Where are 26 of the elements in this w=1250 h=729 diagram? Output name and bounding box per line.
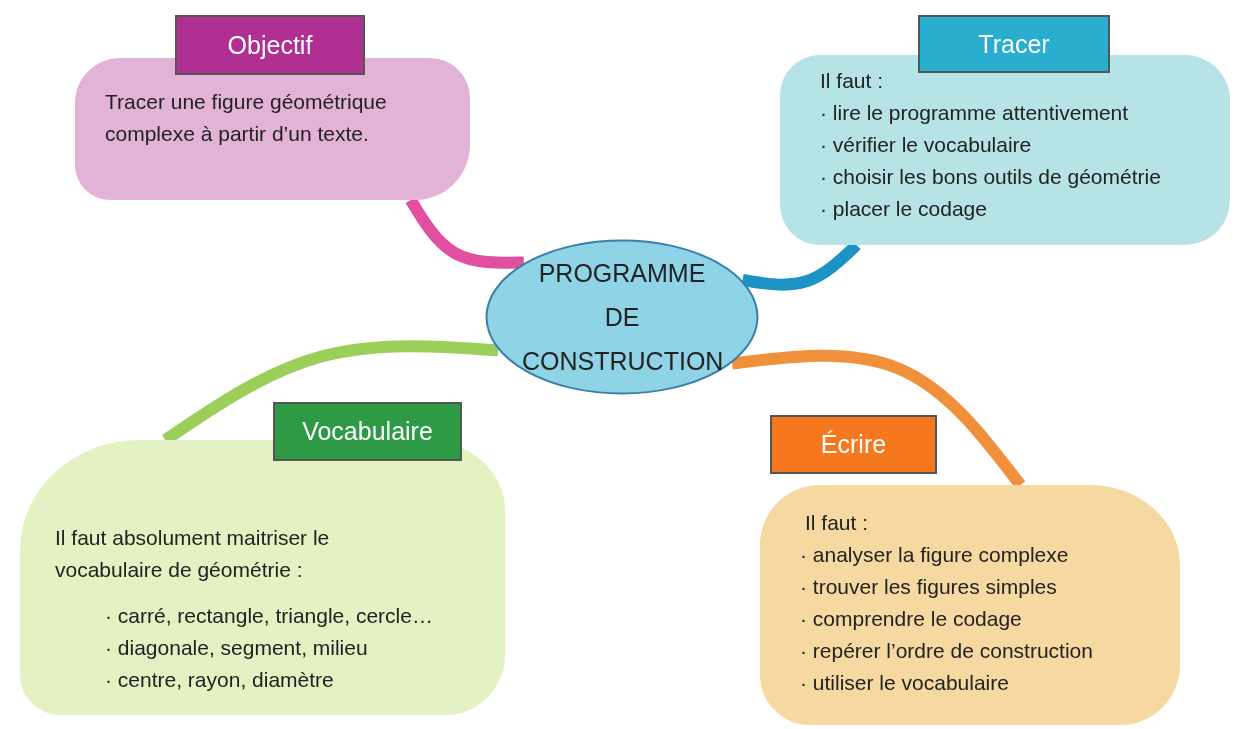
- bubble-text: Tracer une figure géométrique complexe à partir d’un texte.: [105, 89, 388, 147]
- speech-bubble: [760, 485, 1180, 725]
- bullet-item: · utiliser le vocabulaire: [800, 670, 1009, 696]
- central-ellipse: [485, 239, 759, 395]
- heading-tab: Écrire: [770, 415, 937, 474]
- bullet-item: · carré, rectangle, triangle, cercle…: [105, 603, 433, 629]
- speech-bubble: [780, 55, 1230, 245]
- speech-bubble: [75, 58, 470, 200]
- bullet-item: · choisir les bons outils de géométrie: [820, 164, 1161, 190]
- bullet-item: · comprendre le codage: [800, 606, 1022, 632]
- central-title: PROGRAMME DE CONSTRUCTION: [522, 258, 722, 377]
- bullet-item: · placer le codage: [820, 196, 987, 222]
- bullet-item: · centre, rayon, diamètre: [105, 667, 334, 693]
- bullet-item: · lire le programme attentivement: [820, 100, 1129, 126]
- bubble-text: Il faut :: [820, 68, 884, 94]
- bullet-item: · diagonale, segment, milieu: [105, 635, 368, 661]
- bullet-item: · trouver les figures simples: [800, 574, 1057, 600]
- heading-tab: Vocabulaire: [273, 402, 462, 461]
- speech-bubble: [20, 440, 505, 715]
- bullet-item: · analyser la figure complexe: [800, 542, 1069, 568]
- bullet-item: · repérer l’ordre de construction: [800, 638, 1093, 664]
- bubble-text: Il faut absolument maitriser le vocabulaire de géométrie :: [55, 525, 331, 583]
- heading-tab: Objectif: [175, 15, 365, 75]
- bullet-item: · vérifier le vocabulaire: [820, 132, 1032, 158]
- heading-tab: Tracer: [918, 15, 1110, 73]
- bubble-text: Il faut :: [805, 510, 869, 536]
